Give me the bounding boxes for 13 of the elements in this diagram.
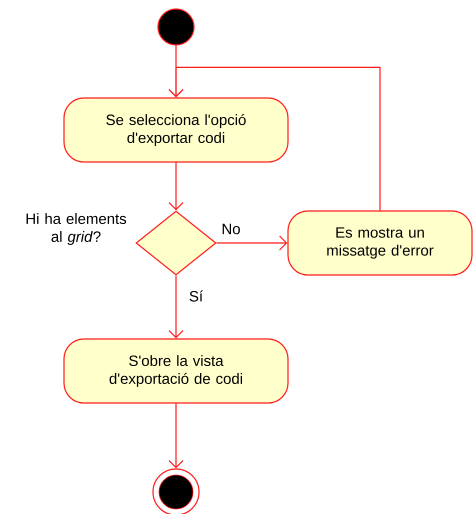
action-box: S'obre la vista d'exportació de codi: [63, 338, 289, 404]
arrow: [168, 162, 184, 210]
end-node: [152, 468, 200, 514]
arrow: [216, 236, 288, 250]
arrow: [168, 276, 184, 338]
arrow: [168, 404, 184, 468]
edge-label: Sí: [190, 290, 203, 302]
start-node: [157, 8, 195, 46]
action-box: Se selecciona l'opció d'exportar codi: [63, 97, 289, 163]
action-box: Es mostra un missatge d'error: [287, 210, 473, 276]
condition-text: Hi ha elements al grid?: [26, 213, 126, 245]
arrow: [168, 66, 381, 210]
edge-label: No: [222, 224, 240, 234]
